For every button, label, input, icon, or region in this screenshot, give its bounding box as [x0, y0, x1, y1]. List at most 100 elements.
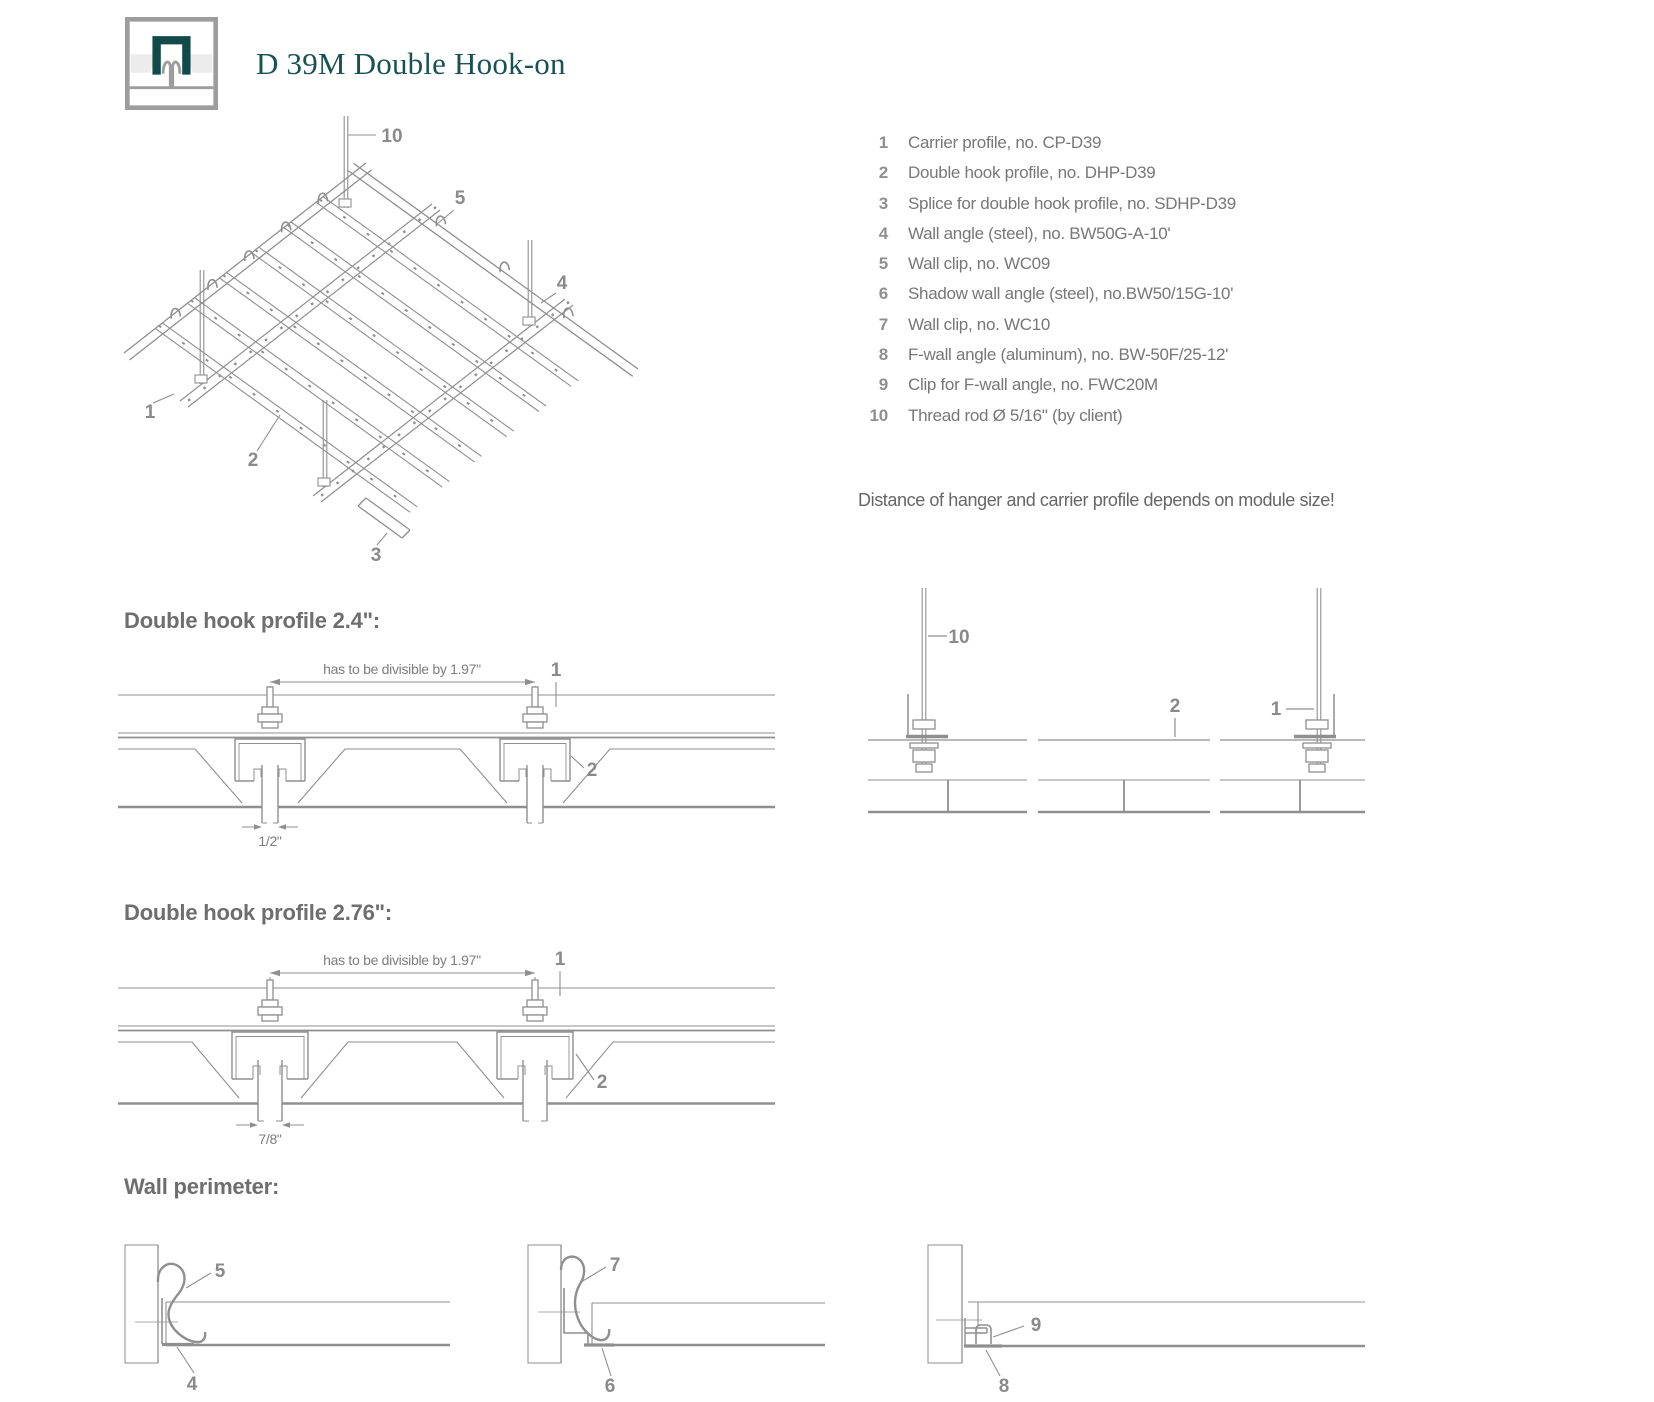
- hook-channels: [234, 738, 571, 824]
- callout-10: 10: [948, 627, 969, 648]
- callout-2: 2: [597, 1072, 608, 1093]
- parts-list: 1 Carrier profile, no. CP-D39 2 Double hoo…: [858, 128, 1236, 431]
- iso-callouts: 10 5 4 1 2 3: [145, 126, 568, 566]
- section-heading-276: Double hook profile 2.76":: [124, 900, 393, 925]
- hanger-brackets: [906, 694, 1336, 739]
- wall-angle-rails: [123, 162, 639, 377]
- side-elevation-drawing: 10 2 1: [868, 588, 1365, 814]
- item-number: 7: [878, 314, 888, 334]
- item-number: 5: [878, 254, 888, 274]
- wall-hatch: [927, 1244, 963, 1364]
- dim-gap-label: 7/8": [258, 1131, 282, 1147]
- item-label: Wall clip, no. WC09: [908, 254, 1050, 274]
- panel-lines: [165, 1301, 450, 1347]
- item-label: Clip for F-wall angle, no. FWC20M: [908, 375, 1158, 395]
- module-size-note: Distance of hanger and carrier profile d…: [858, 490, 1335, 510]
- detail2-callouts: 7 6: [580, 1255, 621, 1397]
- item-label: Wall clip, no. WC10: [908, 314, 1050, 334]
- wall-hatch: [124, 1244, 159, 1364]
- isometric-overview-drawing: 10 5 4 1 2 3: [123, 116, 639, 566]
- item-label: Double hook profile, no. DHP-D39: [908, 163, 1156, 183]
- thread-rods: [194, 116, 536, 487]
- item-label: Carrier profile, no. CP-D39: [908, 133, 1102, 152]
- brand-logo: [125, 16, 218, 110]
- carrier-lines: [118, 987, 775, 1032]
- callout-1: 1: [1271, 699, 1282, 720]
- panel-lines: [591, 1302, 825, 1347]
- callout-5: 5: [455, 188, 466, 209]
- panel-lines: [964, 1301, 1365, 1348]
- callout-7: 7: [610, 1255, 621, 1276]
- parts-list-item: 3 Splice for double hook profile, no. SDH…: [858, 189, 1237, 219]
- wall-clip-wc10: [559, 1255, 611, 1342]
- dimension-gap: 1/2": [242, 824, 298, 849]
- nuts: [909, 719, 1332, 773]
- wall-angle: [161, 1298, 194, 1347]
- item-label: Splice for double hook profile, no. SDHP…: [908, 193, 1236, 213]
- parts-list-item: 4 Wall angle (steel), no. BW50G-A-10': [858, 219, 1236, 249]
- section-heading-24: Double hook profile 2.4":: [124, 608, 381, 633]
- dimension-top: has to be divisible by 1.97": [269, 661, 536, 703]
- item-label: Thread rod Ø 5/16" (by client): [908, 405, 1123, 425]
- callout-6: 6: [605, 1376, 616, 1397]
- thread-rods: [921, 588, 1322, 772]
- dimension-top: has to be divisible by 1.97": [269, 952, 536, 996]
- bolt-assemblies: [257, 686, 548, 729]
- page-title: D 39M Double Hook-on: [256, 46, 566, 81]
- cross-section-24-drawing: has to be divisible by 1.97": [118, 660, 775, 849]
- parts-list-item: 1 Carrier profile, no. CP-D39: [858, 128, 1236, 158]
- wall-perimeter-detail-1: 5 4: [124, 1244, 450, 1395]
- callout-2: 2: [587, 760, 598, 781]
- wall-clip-icons: [170, 192, 574, 319]
- callout-9: 9: [1031, 1315, 1042, 1336]
- callout-8: 8: [999, 1376, 1010, 1397]
- dim-divisible-label: has to be divisible by 1.97": [323, 952, 481, 968]
- f-wall-angle: [964, 1318, 1002, 1348]
- bolt-assemblies: [257, 979, 548, 1022]
- callout-4: 4: [187, 1374, 198, 1395]
- item-number: 2: [878, 163, 888, 183]
- callout-2: 2: [248, 450, 259, 471]
- dim-divisible-label: has to be divisible by 1.97": [323, 661, 481, 677]
- hook-channels: [231, 1031, 574, 1122]
- cross-section-276-drawing: has to be divisible by 1.97": [118, 949, 775, 1147]
- item-number: 1: [878, 133, 888, 152]
- wall-clip-wc09: [156, 1262, 207, 1344]
- item-number: 6: [878, 284, 888, 304]
- detail3-callouts: 9 8: [985, 1315, 1042, 1397]
- parts-list-item: 6 Shadow wall angle (steel), no.BW50/15G-…: [858, 279, 1236, 309]
- panel-rows: [868, 779, 1365, 814]
- xsec24-callouts: 1 2: [551, 660, 598, 781]
- item-number: 10: [869, 405, 888, 425]
- panel-lines: [118, 748, 775, 809]
- callout-4: 4: [557, 273, 568, 294]
- section-heading-wall-perimeter: Wall perimeter:: [124, 1174, 280, 1199]
- item-label: Wall angle (steel), no. BW50G-A-10': [908, 223, 1171, 243]
- callout-2: 2: [1170, 696, 1181, 717]
- parts-list-item: 7 Wall clip, no. WC10: [858, 310, 1236, 340]
- parts-list-item: 2 Double hook profile, no. DHP-D39: [858, 158, 1236, 188]
- callout-1: 1: [145, 402, 156, 423]
- item-label: Shadow wall angle (steel), no.BW50/15G-1…: [908, 284, 1234, 304]
- wall-perimeter-detail-2: 7 6: [527, 1244, 825, 1397]
- dimension-gap: 7/8": [236, 1122, 304, 1147]
- double-hook-logo-icon: [125, 16, 218, 110]
- item-number: 9: [878, 375, 888, 395]
- callout-1: 1: [555, 949, 566, 970]
- carrier-lines: [118, 694, 775, 739]
- splice-piece: [357, 497, 411, 539]
- side-view-callouts: 10 2 1: [928, 627, 1314, 737]
- shadow-wall-angle: [563, 1288, 614, 1347]
- carrier-profiles: [179, 203, 574, 503]
- parts-list-item: 5 Wall clip, no. WC09: [858, 249, 1236, 279]
- panel-lines: [118, 1041, 775, 1105]
- callout-1: 1: [551, 660, 562, 681]
- callout-5: 5: [215, 1261, 226, 1282]
- item-number: 4: [878, 223, 888, 243]
- xsec276-callouts: 1 2: [555, 949, 608, 1093]
- item-number: 3: [878, 193, 888, 213]
- detail1-callouts: 5 4: [176, 1261, 226, 1395]
- callout-3: 3: [371, 545, 382, 566]
